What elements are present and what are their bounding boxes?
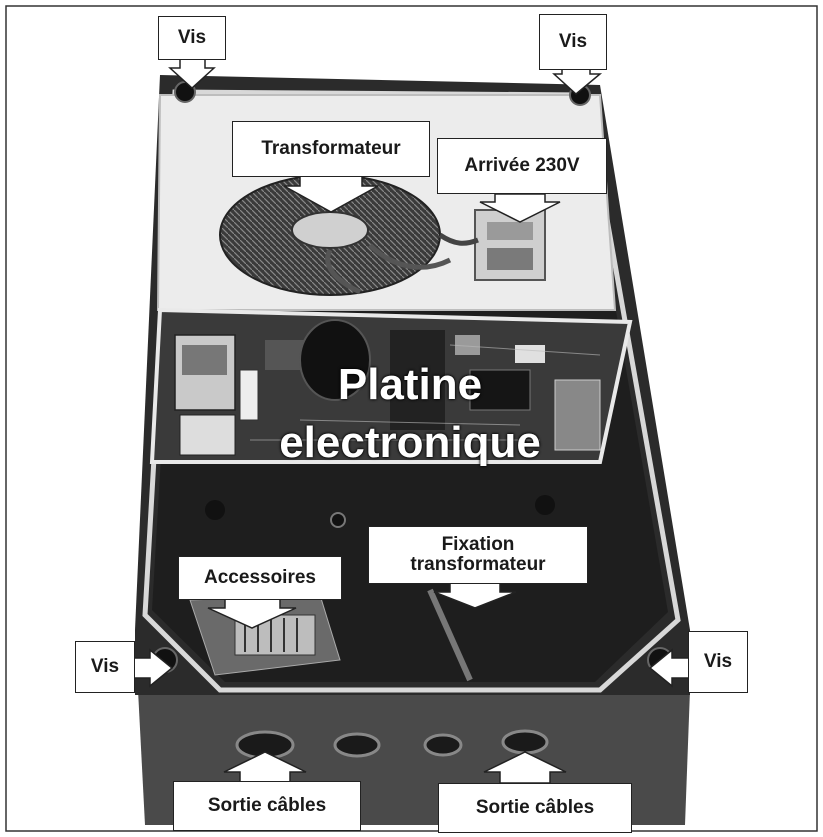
callout-arrows	[129, 57, 693, 784]
label-vis-mid-left: Vis	[75, 641, 135, 693]
label-transformateur: Transformateur	[232, 121, 430, 177]
transformer-fixing	[427, 588, 473, 682]
label-arrivee-230v: Arrivée 230V	[437, 138, 607, 194]
cable-gland-4	[501, 729, 549, 755]
label-vis-mid-right: Vis	[688, 631, 748, 693]
cable-gland-3	[423, 733, 463, 757]
label-platine: Platine	[337, 360, 483, 409]
label-sortie-cables-left: Sortie câbles	[173, 781, 361, 831]
label-accessoires: Accessoires	[178, 556, 342, 600]
label-fixation-line2: transformateur	[410, 554, 546, 575]
label-sortie-cables-right: Sortie câbles	[438, 783, 632, 833]
label-fixation-transformateur: Fixation transformateur	[368, 526, 588, 584]
label-fixation-line1: Fixation	[441, 534, 515, 556]
label-electronique: electronique	[279, 418, 541, 467]
label-vis-top-right: Vis	[539, 14, 607, 70]
label-vis-top-left: Vis	[158, 16, 226, 60]
cable-gland-2	[333, 732, 381, 758]
